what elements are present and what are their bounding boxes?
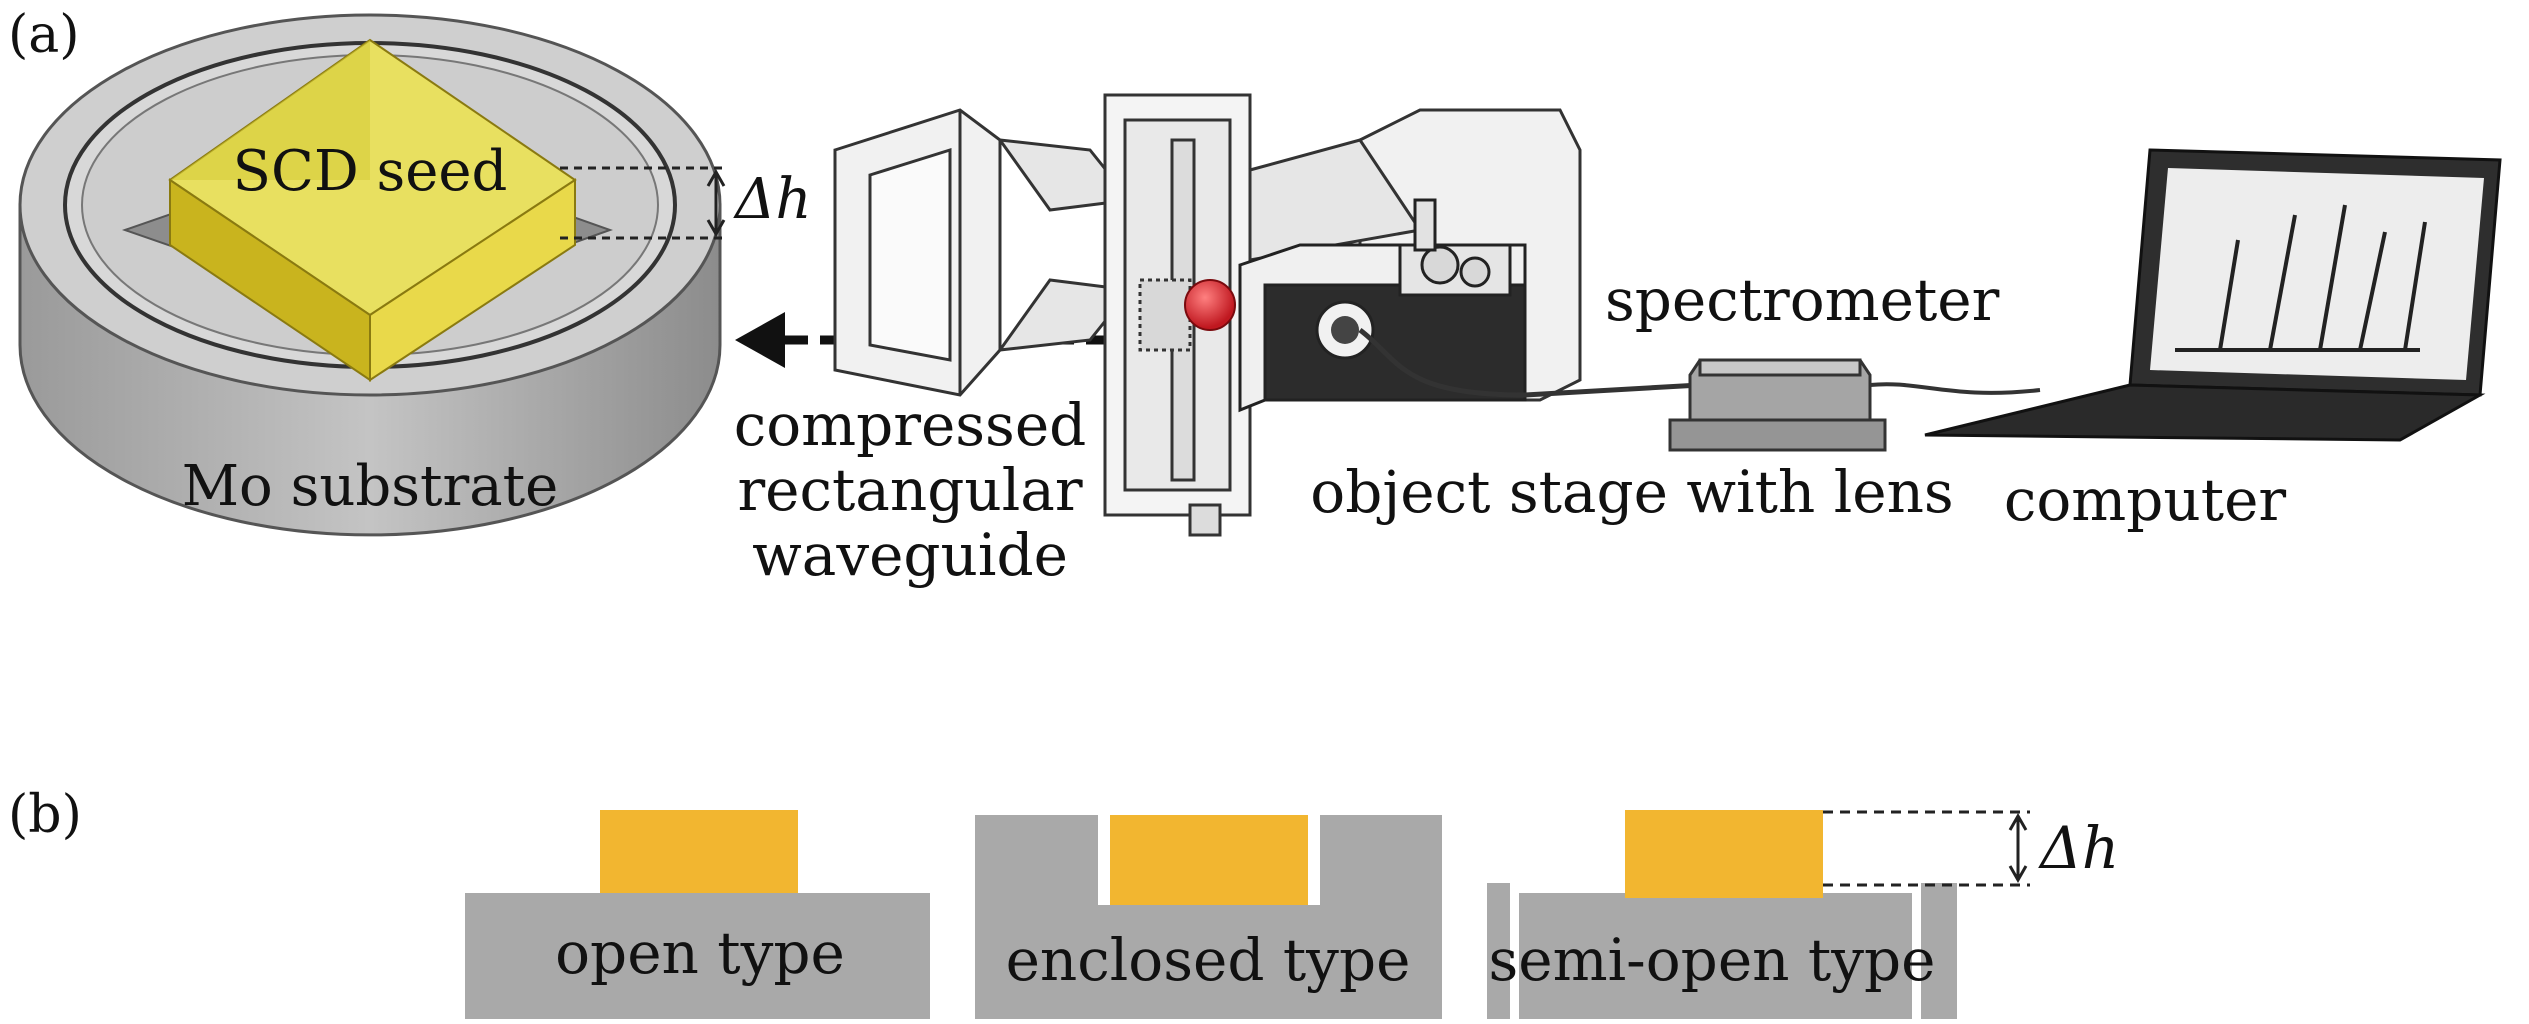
delta-h-label-b: Δh bbox=[2038, 814, 2119, 882]
delta-h-indicator-b bbox=[1823, 810, 2030, 887]
laptop-computer bbox=[1924, 148, 2502, 442]
lens-icon bbox=[1315, 300, 1375, 360]
spectrometer-label: spectrometer bbox=[1605, 266, 2000, 334]
stage-label: object stage with lens bbox=[1310, 458, 1953, 526]
enclosed-type-label: enclosed type bbox=[1006, 926, 1411, 994]
mo-substrate-label: Mo substrate bbox=[182, 454, 559, 519]
scd-seed-label: SCD seed bbox=[233, 139, 508, 204]
delta-h-indicator-a bbox=[560, 166, 726, 240]
delta-h-label-a: Δh bbox=[733, 167, 812, 232]
panel-a-label: (a) bbox=[8, 5, 80, 65]
enclosed-type-diagram bbox=[975, 815, 1442, 1019]
waveguide-label-line2: rectangular bbox=[737, 456, 1082, 524]
open-type-diagram bbox=[465, 810, 930, 1019]
usb-cable bbox=[1869, 382, 2041, 395]
fiber-cable bbox=[1358, 328, 1701, 398]
semi-open-type-diagram bbox=[1487, 810, 1957, 1019]
panel-b-label: (b) bbox=[8, 785, 82, 845]
waveguide-label-line1: compressed bbox=[734, 391, 1087, 459]
spectrometer-box bbox=[1668, 358, 1887, 452]
open-type-label: open type bbox=[555, 919, 845, 987]
scd-seed bbox=[168, 38, 577, 382]
semi-open-type-label: semi-open type bbox=[1489, 926, 1936, 994]
plasma-ball bbox=[1184, 279, 1236, 331]
waveguide-label-line3: waveguide bbox=[752, 521, 1068, 589]
object-stage bbox=[1238, 198, 1527, 413]
computer-label: computer bbox=[2004, 466, 2287, 534]
